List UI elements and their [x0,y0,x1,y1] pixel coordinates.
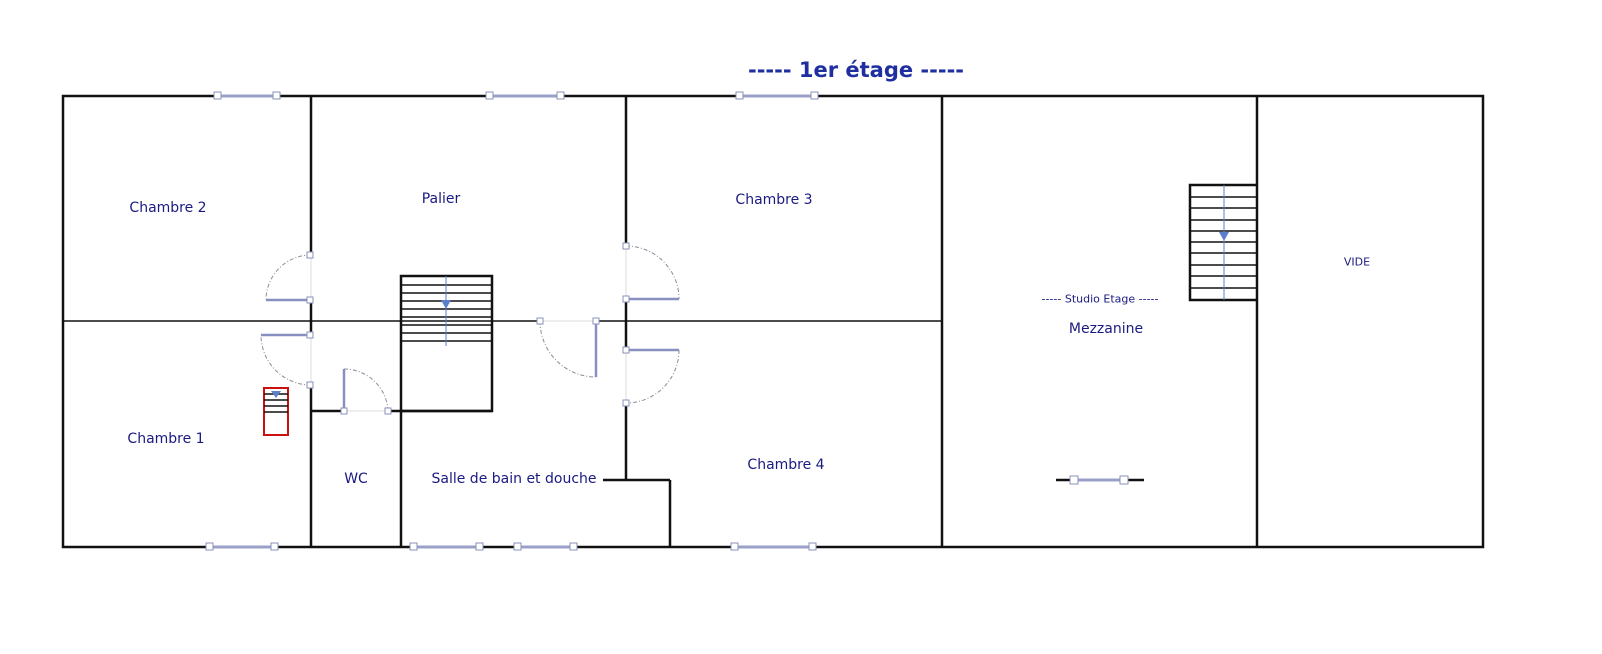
stair-arrow-icon [441,300,451,309]
room-label-chambre-1: Chambre 1 [127,431,205,447]
central-staircase [399,274,494,413]
attic-ladder [263,387,289,436]
interior-walls [63,96,1259,547]
stair-arrow-icon [1219,232,1229,241]
room-label-studio-etage: ----- Studio Etage ----- [1041,292,1159,306]
room-label-chambre-3: Chambre 3 [735,192,813,208]
room-label-mezzanine: Mezzanine [1068,321,1144,337]
windows [205,91,1144,551]
room-label-palier: Palier [421,191,461,207]
floor-title: ----- 1er étage ----- [747,58,965,82]
room-label-vide: VIDE [1343,255,1371,269]
room-label-wc: WC [344,471,368,487]
mezzanine-staircase [1188,183,1257,302]
room-label-chambre-4: Chambre 4 [747,457,825,473]
room-label-salle-de-bain: Salle de bain et douche [431,471,597,487]
room-label-chambre-2: Chambre 2 [129,200,207,216]
doors [260,242,680,415]
